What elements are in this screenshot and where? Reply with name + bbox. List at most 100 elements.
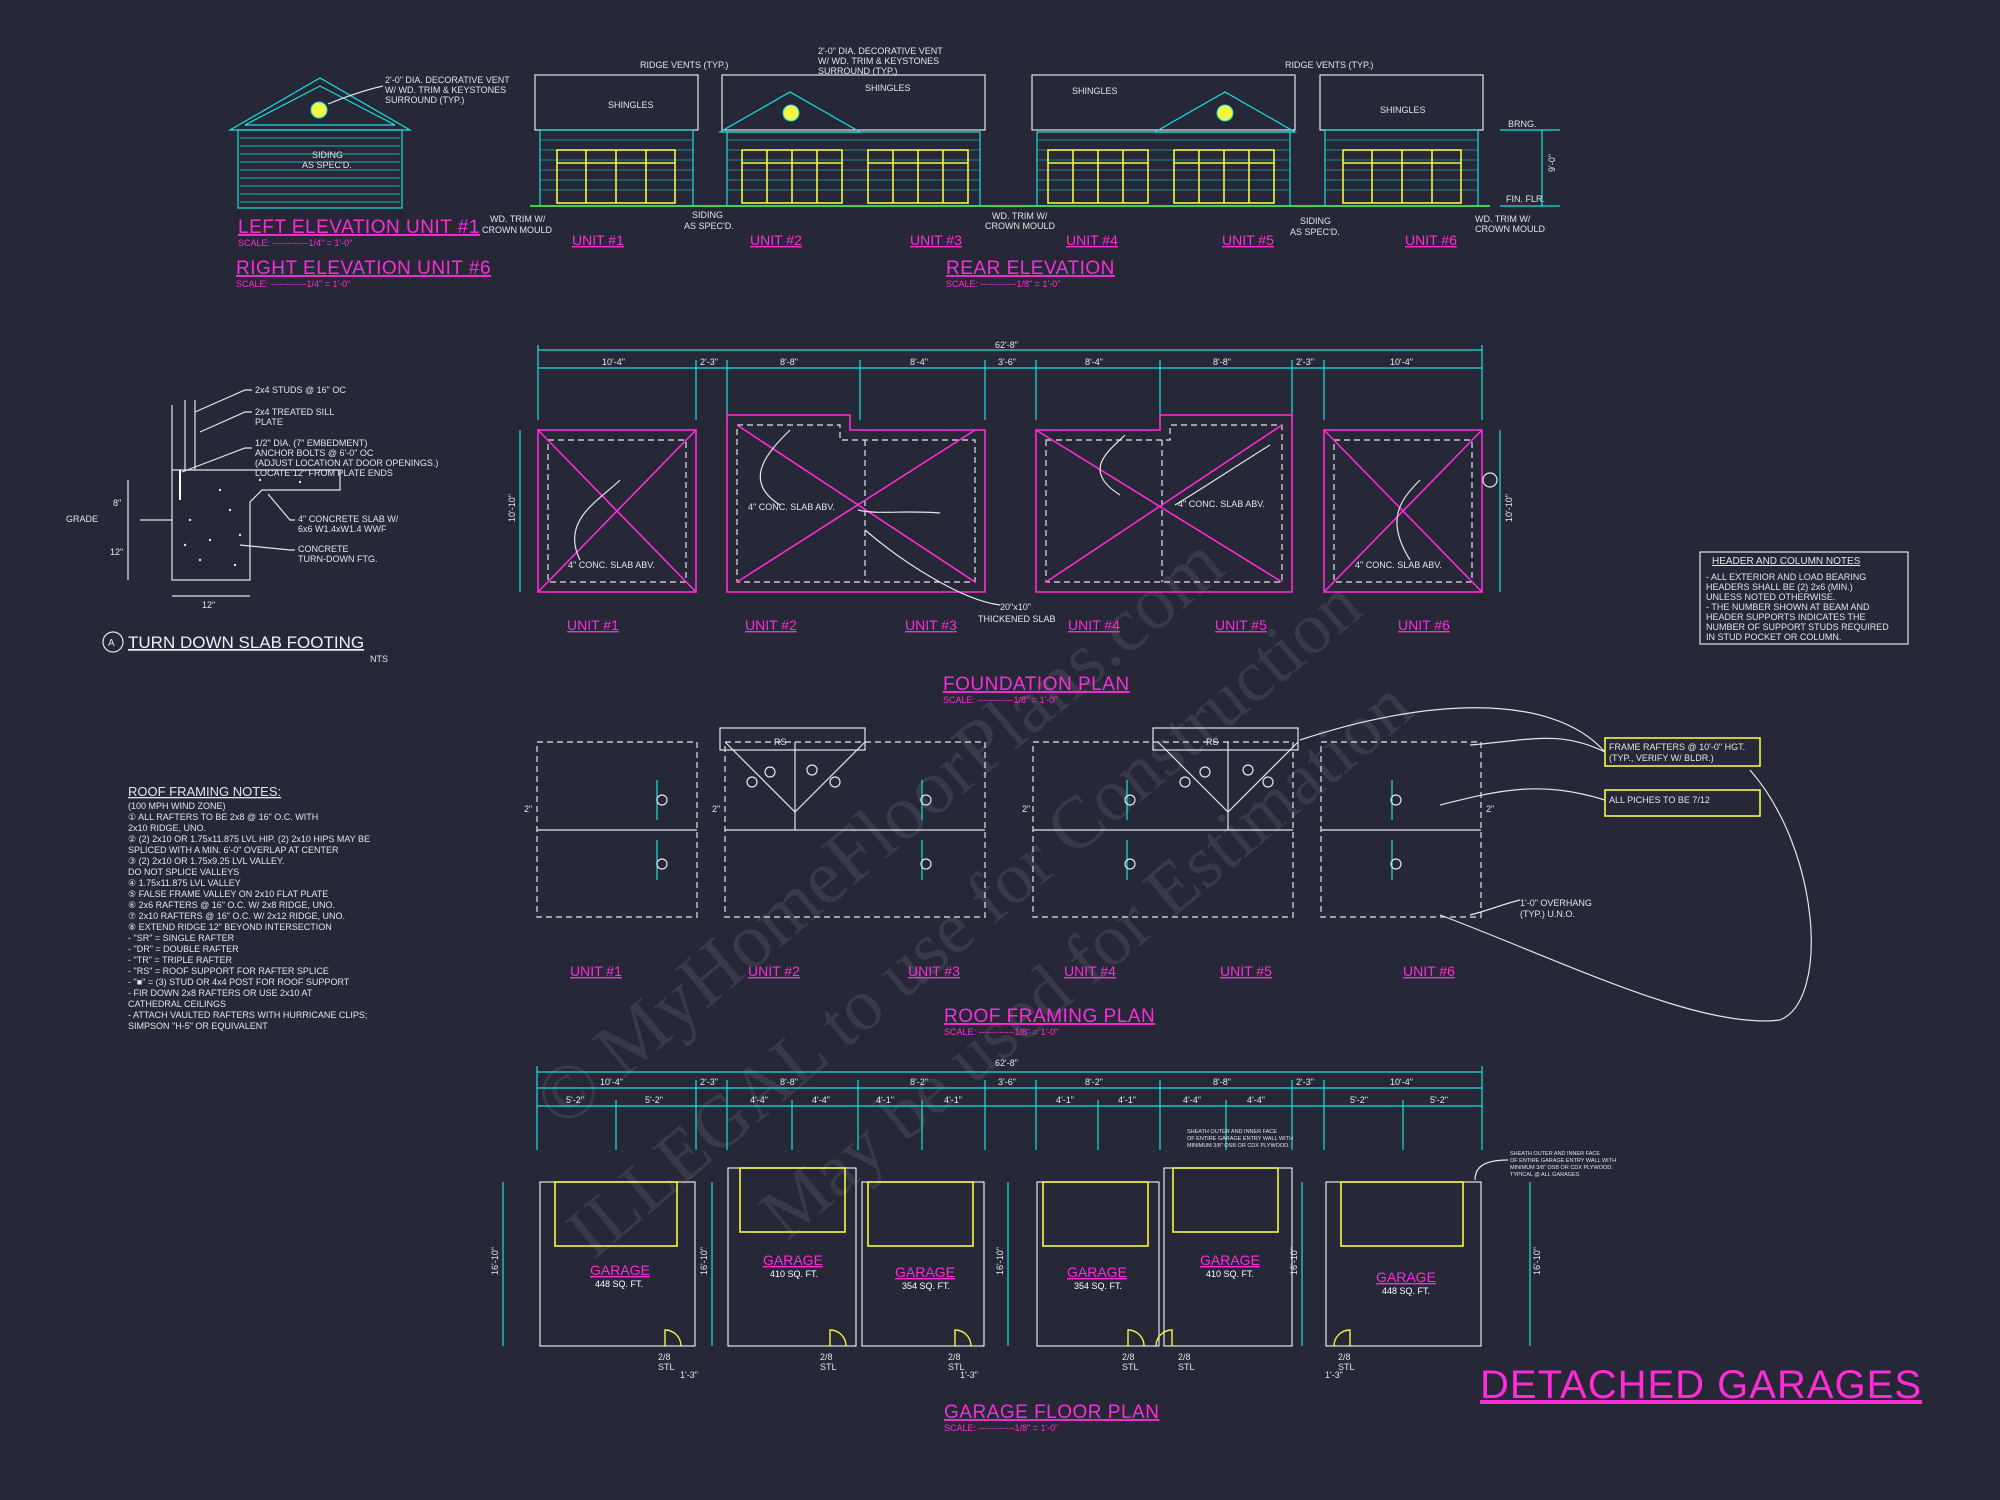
rear-trim-note-5: WD. TRIM W/ (1475, 214, 1531, 224)
foundation-dim-1: 10'-4" (602, 357, 625, 367)
footing-detail: 2x4 STUDS @ 16" OC 2x4 TREATED SILL PLAT… (66, 385, 438, 664)
detail-marker-icon (102, 631, 124, 653)
garage-side-dim-2: 16'-10" (699, 1247, 709, 1275)
roof-note-11: ⑦ 2x10 RAFTERS @ 16" O.C. W/ 2x12 RIDGE,… (128, 911, 345, 921)
roof-note-12: ⑧ EXTEND RIDGE 12" BEYOND INTERSECTION (128, 922, 332, 932)
rear-trim-note-2: CROWN MOULD (482, 225, 552, 235)
rear-garage-doors (556, 149, 1462, 204)
rear-vent-note-1: 2'-0" DIA. DECORATIVE VENT (818, 46, 943, 56)
slab-note-1: 4" CONC. SLAB ABV. (568, 560, 655, 570)
frame-rafters-note-2: (TYP., VERIFY W/ BLDR.) (1609, 753, 1714, 763)
footing-note-3: PLATE (255, 417, 283, 427)
foundation-unit-4: UNIT #4 (1068, 617, 1120, 633)
shingles-label-3: SHINGLES (1072, 86, 1118, 96)
rear-siding-note-2: AS SPEC'D. (684, 221, 734, 231)
man-doors (664, 1329, 1351, 1347)
left-siding-note-2: AS SPEC'D. (302, 160, 352, 170)
rear-wall-unit-4-5 (1036, 131, 1291, 207)
header-notes-title: HEADER AND COLUMN NOTES (1712, 556, 1861, 567)
floor-sub-dim-2: 5'-2" (645, 1095, 663, 1105)
sheath-note-b1: SHEATH OUTER AND INNER FACE (1510, 1151, 1600, 1157)
header-notes-box (1699, 551, 1909, 645)
foundation-plan-title: FOUNDATION PLAN (943, 674, 1130, 695)
rear-trim-note-3: WD. TRIM W/ (992, 211, 1048, 221)
garage-area-5: 410 SQ. FT. (1206, 1269, 1254, 1279)
footing-note-4: 1/2" DIA. (7" EMBEDMENT) (255, 438, 367, 448)
overhang-note-1: 1'-0" OVERHANG (1520, 898, 1592, 908)
roof-note-8: ④ 1.75x11.875 LVL VALLEY (128, 878, 241, 888)
ridge-vents-note-a: RIDGE VENTS (TYP.) (640, 60, 728, 70)
garage-side-dim-3: 16'-10" (995, 1247, 1005, 1275)
footing-note-10: CONCRETE (298, 544, 349, 554)
right-elevation-title: RIGHT ELEVATION UNIT #6 (236, 258, 491, 279)
foundation-plan-scale: SCALE: ------------1/8" = 1'-0" (943, 695, 1057, 705)
roof-framing-plan: RS RS 2" 2" 2" 2" FRAME RAFTERS @ 10'-0"… (524, 707, 1812, 1037)
floor-sub-dim-4: 4'-4" (812, 1095, 830, 1105)
footing-note-6: (ADJUST LOCATION AT DOOR OPENINGS.) (255, 458, 438, 468)
foundation-slab-2-3 (726, 414, 986, 593)
rear-trim-note-6: CROWN MOULD (1475, 224, 1545, 234)
header-note-3: UNLESS NOTED OTHERWISE. (1706, 592, 1835, 602)
foundation-side-dim-right: 10'-10" (1504, 494, 1514, 522)
rear-elevation-title: REAR ELEVATION (946, 258, 1115, 279)
slab-note-2: 4" CONC. SLAB ABV. (748, 502, 835, 512)
garage-side-dim-1: 16'-10" (490, 1247, 500, 1275)
floor-dim-6: 8'-2" (1085, 1077, 1103, 1087)
floor-dim-7: 8'-8" (1213, 1077, 1231, 1087)
shingles-label-4: SHINGLES (1380, 105, 1426, 115)
footing-section (171, 405, 341, 581)
rear-vent-icon-unit-5 (1216, 104, 1234, 122)
roof-framing-notes: ROOF FRAMING NOTES: (100 MPH WIND ZONE) … (128, 784, 370, 1031)
floor-dim-9: 10'-4" (1390, 1077, 1413, 1087)
foundation-side-dim-left: 10'-10" (507, 494, 517, 522)
rear-elevation: RIDGE VENTS (TYP.) RIDGE VENTS (TYP.) 2'… (482, 46, 1560, 289)
door-label-5b: STL (1178, 1362, 1195, 1372)
rear-roof-unit-6 (1319, 74, 1484, 131)
footing-dim-12b: 12" (202, 600, 215, 610)
roof-overhang-dim-1: 2" (524, 804, 532, 814)
pitch-note-box (1604, 789, 1761, 817)
footing-note-5: ANCHOR BOLTS @ 6'-0" OC (255, 448, 374, 458)
roof-note-3: 2x10 RIDGE, UNO. (128, 823, 206, 833)
roof-framing-plan-title: ROOF FRAMING PLAN (944, 1006, 1155, 1027)
garage-area-4: 354 SQ. FT. (1074, 1281, 1122, 1291)
slab-note-4: 4" CONC. SLAB ABV. (1355, 560, 1442, 570)
floor-sub-dim-8: 4'-1" (1118, 1095, 1136, 1105)
garage-floor-plan: 62'-8" 10'-4" 2'-3" 8'-8" 8'-2" 3'-6" 8'… (490, 1058, 1616, 1433)
rear-trim-note-4: CROWN MOULD (985, 221, 1055, 231)
foundation-dim-8: 2'-3" (1296, 357, 1314, 367)
rear-unit-3: UNIT #3 (910, 232, 962, 248)
door-label-2b: STL (820, 1362, 837, 1372)
door-label-5a: 2/8 (1178, 1352, 1191, 1362)
roof-unit-label-4: UNIT #4 (1064, 963, 1116, 979)
roof-note-18: - FIR DOWN 2x8 RAFTERS OR USE 2x10 AT (128, 988, 313, 998)
foundation-dim-2: 2'-3" (700, 357, 718, 367)
left-elevation-pediment (244, 85, 396, 126)
left-vent-note-3: SURROUND (TYP.) (385, 95, 464, 105)
door-label-6b: STL (1338, 1362, 1355, 1372)
floor-dim-1: 10'-4" (600, 1077, 623, 1087)
gap-dim-2: 1'-3" (960, 1370, 978, 1380)
foundation-dim-4: 8'-4" (910, 357, 928, 367)
garage-side-dims (502, 1182, 1531, 1346)
roof-rs-1: RS (774, 737, 787, 747)
roof-note-4: ② (2) 2x10 OR 1.75x11.875 LVL HIP. (2) 2… (128, 834, 370, 844)
frame-rafters-note-1: FRAME RAFTERS @ 10'-0" HGT. (1609, 742, 1745, 752)
footing-note-9: 6x6 W1.4xW1.4 WWF (298, 524, 387, 534)
floor-sub-dim-12: 5'-2" (1430, 1095, 1448, 1105)
floor-dim-5: 3'-6" (998, 1077, 1016, 1087)
roof-overhang-dim-3: 2" (1022, 804, 1030, 814)
floor-overall-dim: 62'-8" (995, 1058, 1018, 1068)
gap-dim-1: 1'-3" (680, 1370, 698, 1380)
foundation-unit-1: UNIT #1 (567, 617, 619, 633)
floor-sub-dim-10: 4'-4" (1247, 1095, 1265, 1105)
rear-vent-note-3: SURROUND (TYP.) (818, 66, 897, 76)
left-vent-note-1: 2'-0" DIA. DECORATIVE VENT (385, 75, 510, 85)
header-note-4: - THE NUMBER SHOWN AT BEAM AND (1706, 602, 1870, 612)
roof-note-13: - "SR" = SINGLE RAFTER (128, 933, 235, 943)
door-label-1a: 2/8 (658, 1352, 671, 1362)
door-label-4b: STL (1122, 1362, 1139, 1372)
foundation-overall-dim: 62'-8" (995, 340, 1018, 350)
roof-framing-plan-scale: SCALE: ------------1/8" = 1'-0" (944, 1027, 1058, 1037)
footing-title: TURN DOWN SLAB FOOTING (128, 633, 364, 652)
